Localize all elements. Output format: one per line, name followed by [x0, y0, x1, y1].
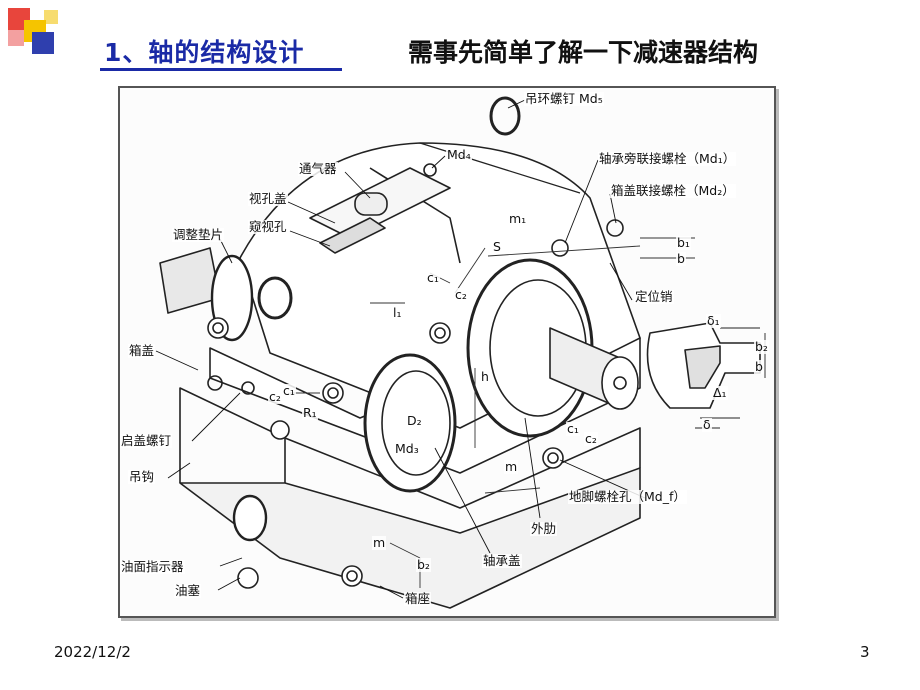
label-md3: Md₃ — [394, 441, 420, 456]
slide-title: 1、轴的结构设计 — [104, 38, 305, 67]
label-lifting-screw: 吊环螺钉 Md₅ — [524, 91, 604, 106]
label-cover: 箱盖 — [128, 343, 156, 358]
label-s: S — [492, 239, 502, 254]
label-foundation-bolt: 地脚螺栓孔（Md_f） — [568, 489, 687, 504]
label-c1-bottom: c₁ — [566, 421, 580, 436]
label-b1: b₁ — [676, 235, 691, 250]
label-cover-bolt: 箱盖联接螺栓（Md₂） — [610, 183, 736, 198]
label-bearing-bolt: 轴承旁联接螺栓（Md₁） — [598, 151, 737, 166]
page-number: 3 — [860, 643, 870, 661]
gearbox-drawing — [155, 96, 766, 609]
label-h: h — [480, 369, 490, 384]
label-b2-right: b₂ — [754, 339, 769, 354]
label-r1: R₁ — [302, 405, 318, 420]
corner-decoration — [8, 30, 24, 46]
footer-date: 2022/12/2 — [54, 643, 131, 661]
label-m-mid: m — [504, 459, 519, 474]
label-capital-delta1: Δ₁ — [712, 385, 728, 400]
label-bearing-cap: 轴承盖 — [482, 553, 522, 568]
label-vent: 通气器 — [298, 161, 338, 176]
label-c2-left: c₂ — [268, 389, 282, 404]
label-delta: δ — [702, 417, 712, 432]
label-inspection-hole: 窥视孔 — [248, 219, 288, 234]
label-c1-top: c₁ — [426, 270, 440, 285]
label-md4: Md₄ — [446, 147, 472, 162]
label-hook: 吊钩 — [128, 469, 156, 484]
label-delta1: δ₁ — [706, 313, 721, 328]
label-c1-left: c₁ — [282, 383, 296, 398]
label-jack-screw: 启盖螺钉 — [120, 433, 173, 448]
label-b: b — [676, 251, 686, 266]
label-dowel-pin: 定位销 — [634, 289, 674, 304]
reducer-structure-figure: 吊环螺钉 Md₅ Md₄ 通气器 轴承旁联接螺栓（Md₁） 视孔盖 箱盖联接螺栓… — [118, 86, 776, 618]
label-rib: 外肋 — [530, 521, 558, 536]
corner-decoration — [32, 32, 54, 54]
label-c2-bottom: c₂ — [584, 431, 598, 446]
label-b-right: b — [754, 359, 764, 374]
label-c2-top: c₂ — [454, 287, 468, 302]
title-underline — [100, 68, 342, 71]
label-oil-plug: 油塞 — [174, 583, 202, 598]
label-shim: 调整垫片 — [172, 227, 225, 242]
label-b2-bottom: b₂ — [416, 557, 431, 572]
label-d2: D₂ — [406, 413, 423, 428]
label-l1: l₁ — [392, 305, 403, 320]
label-m1: m₁ — [508, 211, 528, 226]
slide-subtitle: 需事先简单了解一下减速器结构 — [408, 38, 759, 67]
corner-decoration — [44, 10, 58, 24]
label-m-bottom: m — [372, 535, 387, 550]
label-oil-indicator: 油面指示器 — [120, 559, 185, 574]
label-base: 箱座 — [404, 591, 432, 606]
label-inspection-cover: 视孔盖 — [248, 191, 288, 206]
